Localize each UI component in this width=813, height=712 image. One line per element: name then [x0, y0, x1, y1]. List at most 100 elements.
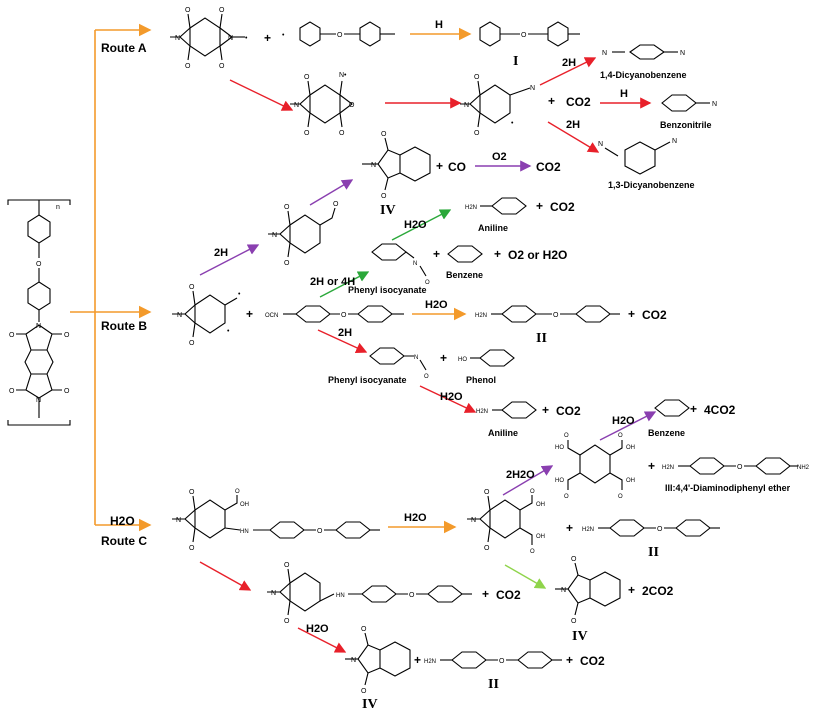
product-IV-label: IV	[572, 629, 588, 644]
benzene-ring	[27, 214, 51, 244]
four-co2-species: 4CO2	[704, 403, 736, 417]
phenol-structure	[470, 349, 515, 367]
carbonyl-oxygen: O	[618, 494, 623, 500]
benzene-ring	[27, 281, 51, 311]
carbonyl-oxygen: O	[9, 332, 15, 339]
isocyanate-oxygen: O	[424, 374, 429, 380]
co2-species: CO2	[556, 404, 581, 418]
radical-dot: •	[282, 32, 285, 39]
isocyanate-nitrogen: N	[413, 261, 417, 267]
phthalimide-IV-structure	[555, 562, 621, 616]
imide-nitrogen: N	[371, 162, 376, 169]
carboxyl-group: HO	[555, 478, 564, 484]
amide-group: HN	[240, 529, 249, 535]
amine-group: H2N	[475, 313, 487, 319]
carbonyl-oxygen: O	[474, 74, 480, 81]
carbonyl-oxygen: O	[484, 545, 490, 552]
reagent-2h-or-4h: 2H or 4H	[310, 276, 355, 288]
plus-sign: +	[536, 199, 543, 213]
plus-sign: +	[628, 307, 635, 321]
carbonyl-oxygen: O	[564, 433, 569, 439]
carboxyl-group: OH	[536, 502, 545, 508]
carbonyl-oxygen: O	[361, 688, 367, 695]
product-II-structure	[440, 651, 562, 669]
pyromellitic-acid-structure	[567, 440, 623, 490]
carbonyl-oxygen: O	[189, 489, 195, 496]
carbonyl-oxygen: O	[339, 130, 345, 137]
carbonyl-oxygen: O	[474, 130, 480, 137]
carbonyl-oxygen: O	[219, 7, 225, 14]
carboxyl-group: OH	[626, 478, 635, 484]
plus-sign: +	[433, 247, 440, 261]
imide-nitrogen: N	[228, 35, 233, 42]
carbonyl-oxygen: O	[189, 545, 195, 552]
imide-nitrogen: N	[36, 323, 41, 330]
isocyanate-diphenyl-ether	[283, 305, 404, 323]
amine-group: H2N	[465, 205, 477, 211]
phenyl-isocyanate-structure	[369, 347, 427, 371]
amine-group: NH2	[797, 465, 810, 471]
o2-or-h2o-species: O2 or H2O	[508, 248, 567, 262]
plus-sign: +	[542, 403, 549, 417]
reaction-arrow	[502, 465, 554, 496]
phthalimide-diradical	[172, 290, 238, 338]
carbonyl-radical: •	[238, 291, 241, 298]
carbonyl-oxygen: O	[189, 340, 195, 347]
route-connector	[70, 23, 152, 532]
plus-sign: +	[494, 247, 501, 261]
nitrile-nitrogen: N	[680, 50, 685, 57]
reagent-h2o: H2O	[404, 219, 427, 231]
reagent-2h: 2H	[214, 247, 228, 259]
reagent-2h2o: 2H2O	[506, 469, 535, 481]
product-II-label: II	[648, 545, 659, 560]
diimide-radical	[170, 13, 245, 61]
phenyl-isocyanate-structure	[371, 243, 427, 277]
carbonyl-oxygen: O	[381, 193, 387, 200]
reaction-arrow	[309, 179, 354, 206]
carboxyl-group: OH	[626, 445, 635, 451]
radical-dot: •	[227, 328, 230, 335]
plus-sign: +	[482, 587, 489, 601]
product-13-dicyanobenzene: 1,3-Dicyanobenzene	[608, 180, 695, 190]
product-IV-label: IV	[362, 697, 378, 712]
product-diaminodiphenyl-ether: III:4,4'-Diaminodiphenyl ether	[665, 483, 791, 493]
nitrile-nitrogen: N	[672, 138, 677, 145]
carboxyl-group: OH	[536, 534, 545, 540]
plus-sign: +	[264, 31, 271, 45]
diphenyl-ether-radical	[299, 21, 395, 47]
imide-nitrogen: N	[294, 102, 299, 109]
isocyanate-nitrogen: N	[414, 355, 418, 361]
plus-sign: +	[440, 351, 447, 365]
two-co2-species: 2CO2	[642, 584, 674, 598]
ether-oxygen: O	[36, 261, 42, 268]
plus-sign: +	[566, 653, 573, 667]
carbonyl-oxygen: O	[9, 388, 15, 395]
carbonyl-oxygen: O	[189, 284, 195, 291]
ether-oxygen: O	[553, 312, 559, 319]
reagent-2h: 2H	[566, 119, 580, 131]
imide-nitrogen: N	[471, 517, 476, 524]
formyl-phthalimide-structure	[268, 207, 336, 258]
reaction-arrow	[229, 79, 294, 111]
plus-sign: +	[246, 307, 253, 321]
product-II-structure	[598, 519, 720, 537]
carbonyl-oxygen: O	[571, 556, 577, 563]
plus-sign: +	[548, 94, 555, 108]
reaction-arrow	[319, 271, 370, 298]
diaminodiphenyl-ether-structure	[678, 457, 798, 475]
amine-group: H2N	[582, 527, 594, 533]
carbonyl-oxygen: O	[571, 618, 577, 625]
anhydride-oxygen: O	[349, 102, 355, 109]
reaction-arrow	[539, 57, 597, 86]
amine-group: H2N	[424, 659, 436, 665]
carbonyl-oxygen: O	[361, 626, 367, 633]
amide-phthalimide-structure	[267, 568, 472, 616]
imide-nitrogen: N	[272, 232, 277, 239]
reagent-h2o: H2O	[404, 512, 427, 524]
carbonyl-oxygen: O	[235, 489, 240, 495]
benzene-structure	[654, 399, 690, 417]
carbonyl-oxygen: O	[64, 332, 70, 339]
product-benzene: Benzene	[446, 270, 483, 280]
imide-diacid-structure	[467, 495, 533, 545]
